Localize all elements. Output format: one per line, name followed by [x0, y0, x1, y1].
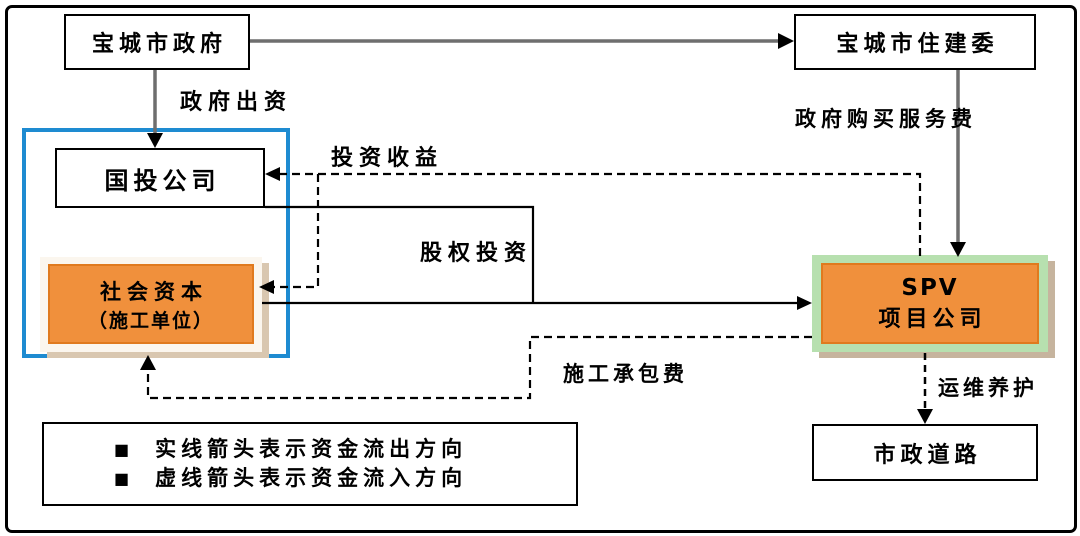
legend-square-bullet-icon: ■	[114, 440, 130, 459]
legend-item-dashed-text: 虚线箭头表示资金流入方向	[155, 466, 468, 490]
legend-item-dashed: ■ 虚线箭头表示资金流入方向	[114, 465, 576, 492]
node-state-investment-company-label: 国投公司	[104, 166, 221, 195]
node-social-capital-line1: 社会资本	[100, 279, 208, 304]
node-municipal-road: 市政道路	[812, 424, 1038, 481]
node-social-capital: 社会资本 （施工单位）	[48, 264, 254, 344]
flow-label-government-purchase-fee: 政府购买服务费	[795, 107, 977, 131]
node-spv: SPV 项目公司	[821, 263, 1039, 344]
node-spv-line2: 项目公司	[878, 306, 987, 332]
node-social-capital-line2: （施工单位）	[87, 309, 214, 332]
node-spv-frame: SPV 项目公司	[812, 255, 1048, 352]
legend-square-bullet-icon: ■	[114, 469, 130, 488]
legend-item-solid-text: 实线箭头表示资金流出方向	[155, 437, 468, 461]
node-social-capital-frame: 社会资本 （施工单位）	[40, 257, 262, 352]
flow-label-equity-investment: 股权投资	[420, 241, 533, 266]
node-housing-committee-label: 宝城市住建委	[836, 32, 999, 57]
node-state-investment-company: 国投公司	[55, 148, 265, 208]
node-city-government-label: 宝城市政府	[91, 32, 227, 57]
flow-label-investment-return: 投资收益	[331, 146, 444, 171]
node-city-government: 宝城市政府	[64, 14, 250, 70]
flow-label-construction-contract-fee: 施工承包费	[563, 362, 688, 386]
legend-item-solid: ■ 实线箭头表示资金流出方向	[114, 436, 576, 463]
flow-label-government-funding: 政府出资	[180, 90, 293, 115]
legend: ■ 实线箭头表示资金流出方向 ■ 虚线箭头表示资金流入方向	[42, 422, 578, 506]
node-spv-line1: SPV	[901, 274, 959, 301]
node-housing-committee: 宝城市住建委	[794, 14, 1036, 70]
node-municipal-road-label: 市政道路	[873, 442, 982, 468]
flow-label-operation-maintenance: 运维养护	[938, 376, 1038, 400]
